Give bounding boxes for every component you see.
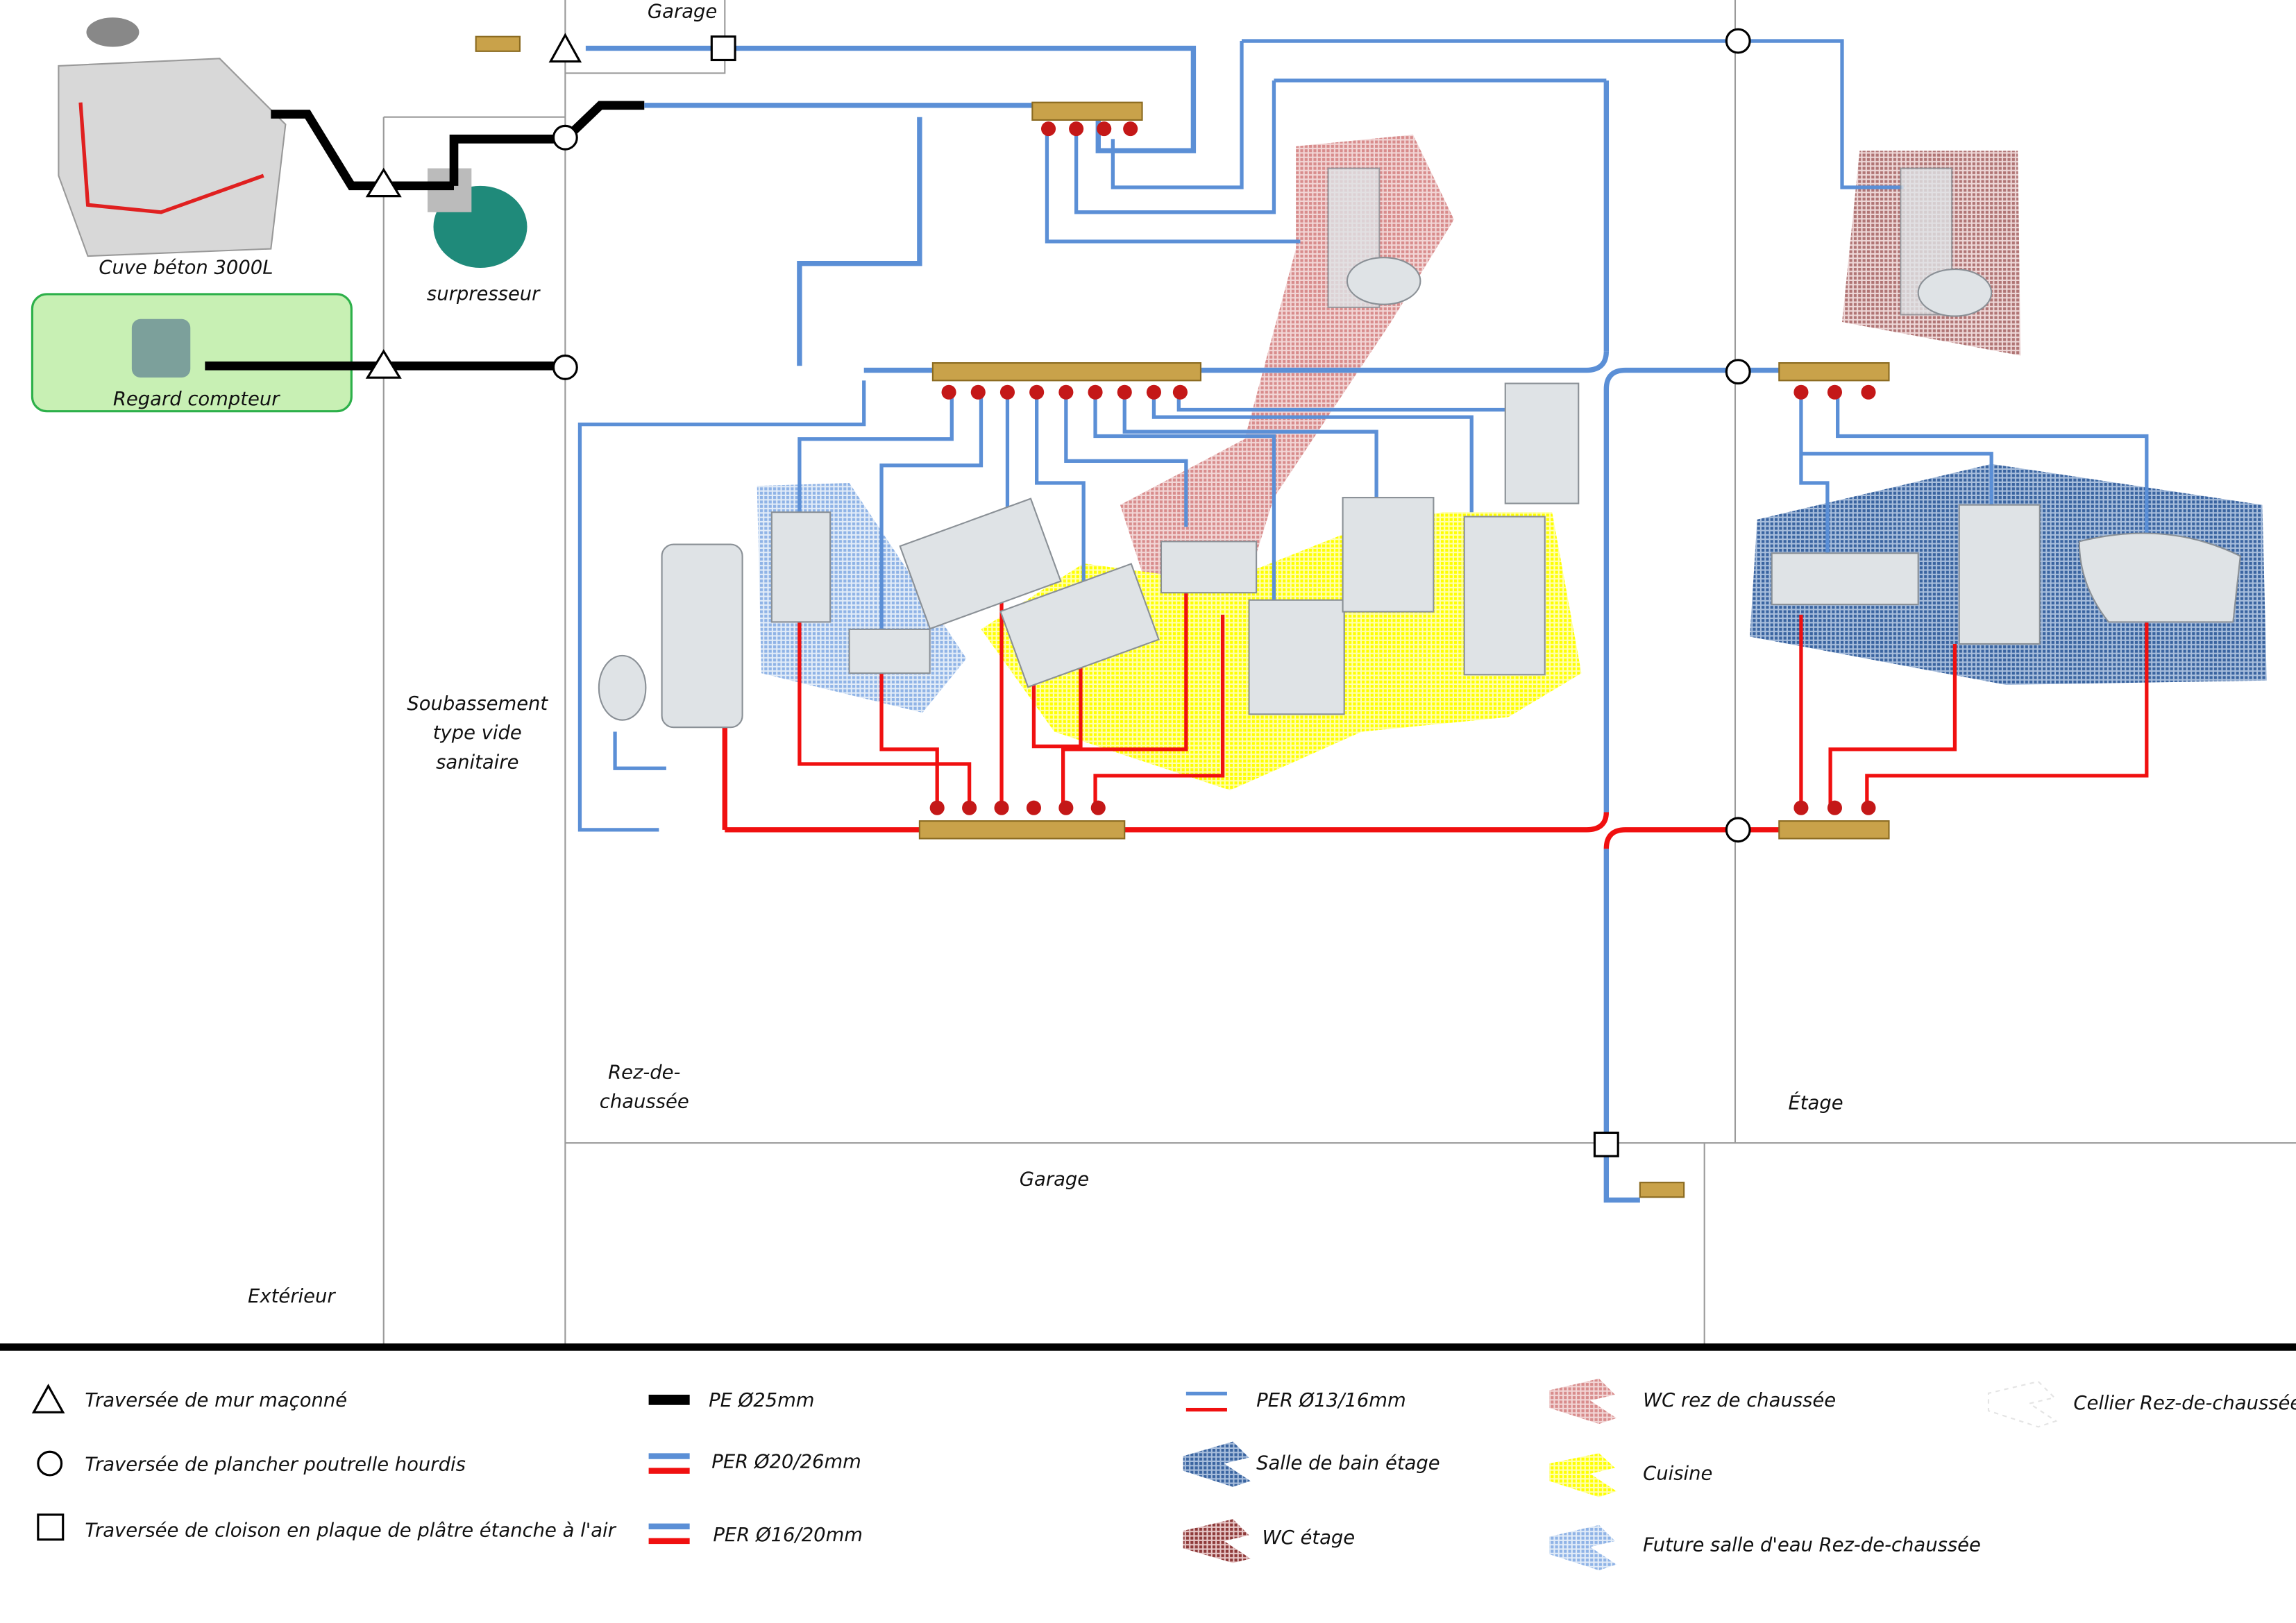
partition-crossing-icon: [710, 35, 736, 62]
legend-crossing-label: Traversée de plancher poutrelle hourdis: [85, 1454, 466, 1476]
shower-rdc-icon: [770, 511, 832, 623]
hot-pipes: [722, 548, 2149, 849]
floor-crossing-icon: [1725, 359, 1751, 385]
legend-crossing-label: Traversée de cloison en plaque de plâtre…: [85, 1520, 616, 1542]
water-heater-icon: [661, 543, 743, 729]
manifolds: [918, 101, 1890, 840]
legend-zone-label: Cuisine: [1643, 1463, 1712, 1484]
floor-crossing-icon: [552, 124, 578, 151]
legend-pipe-label: PE Ø25mm: [709, 1390, 814, 1411]
zone-swatch: [1987, 1380, 2058, 1428]
legend-zone-label: WC rez de chaussée: [1643, 1390, 1836, 1411]
label-crawlspace-3: sanitaire: [436, 751, 518, 773]
zone-swatch: [1549, 1453, 1617, 1497]
tank-icon: [58, 17, 287, 257]
legend-zone-label: Salle de bain étage: [1256, 1453, 1440, 1475]
partition-crossing-icon: [1593, 1131, 1619, 1157]
wall-crossing-icon: [548, 33, 582, 63]
legend-crossing-label: Traversée de mur maçonné: [85, 1390, 347, 1411]
cold-swatch: [648, 1453, 690, 1459]
crossing-markers: [365, 28, 1751, 1157]
cold-swatch: [648, 1523, 690, 1530]
floor-crossing-icon: [1725, 817, 1751, 843]
boiler-icon: [1504, 382, 1580, 504]
washing-machine-icon: [1342, 497, 1435, 613]
label-outside: Extérieur: [248, 1286, 336, 1307]
legend-pipe-label: PER Ø16/20mm: [713, 1524, 863, 1546]
zone-swatch: [1183, 1519, 1251, 1563]
wc-bowl-etage-icon: [1917, 269, 1993, 317]
double-washbasin-icon: [1771, 552, 1919, 606]
meter-box: [31, 293, 353, 413]
floor-crossing-icon: [552, 354, 578, 380]
hot-swatch: [648, 1468, 690, 1474]
cold-swatch: [1185, 1391, 1227, 1396]
label-crawlspace-2: type vide: [433, 722, 522, 744]
outdoor-tap-icon: [475, 35, 1685, 1198]
label-pump: surpresseur: [427, 283, 541, 305]
walls: [0, 0, 2296, 1351]
wall-crossing-icon: [365, 167, 402, 198]
floor-crossing-icon: [1725, 28, 1751, 54]
expansion-tank-icon: [598, 654, 647, 721]
label-ground-floor-2: chaussée: [600, 1091, 689, 1113]
zone-swatch: [1549, 1378, 1617, 1425]
legend-pipe-label: PER Ø20/26mm: [711, 1451, 861, 1472]
legend-zone-label: WC étage: [1263, 1527, 1356, 1549]
appliances: [475, 35, 2241, 1198]
zone-swatch: [1549, 1524, 1617, 1571]
kitchen-sink-icon: [999, 563, 1160, 688]
legend: Traversée de mur maçonné Traversée de pl…: [31, 1378, 2296, 1571]
label-ground-floor-1: Rez-de-: [608, 1062, 680, 1083]
legend-zone-label: Cellier Rez-de-chaussée: [2073, 1393, 2296, 1414]
sink-icon: [899, 498, 1062, 630]
label-upstairs: Étage: [1788, 1092, 1843, 1114]
triangle-icon: [31, 1384, 65, 1413]
cold-pipes: [577, 39, 2149, 1203]
washbasin-rdc-icon: [848, 628, 931, 674]
wc-washbasin-icon: [1160, 541, 1258, 594]
circle-icon: [37, 1450, 63, 1477]
wall-crossing-icon: [365, 349, 402, 379]
label-crawlspace-1: Soubassement: [407, 693, 548, 715]
pe-swatch: [648, 1394, 690, 1405]
label-garage-bottom: Garage: [1020, 1169, 1089, 1190]
label-tank: Cuve béton 3000L: [99, 257, 273, 278]
dishwasher-icon: [1248, 599, 1345, 715]
zone-swatch: [1183, 1441, 1251, 1487]
shower-etage-icon: [1958, 504, 2041, 645]
label-meter: Regard compteur: [113, 389, 280, 410]
square-icon: [37, 1513, 65, 1541]
hot-swatch: [1185, 1407, 1227, 1412]
wc-bowl-rdc-icon: [1346, 257, 1421, 305]
bathtub-icon: [2078, 532, 2241, 623]
hot-swatch: [648, 1538, 690, 1545]
fridge-icon: [1463, 516, 1546, 676]
label-garage-top: Garage: [648, 1, 717, 22]
legend-zone-label: Future salle d'eau Rez-de-chaussée: [1643, 1535, 1981, 1556]
legend-pipe-label: PER Ø13/16mm: [1256, 1390, 1406, 1411]
water-meter-icon: [131, 318, 191, 378]
